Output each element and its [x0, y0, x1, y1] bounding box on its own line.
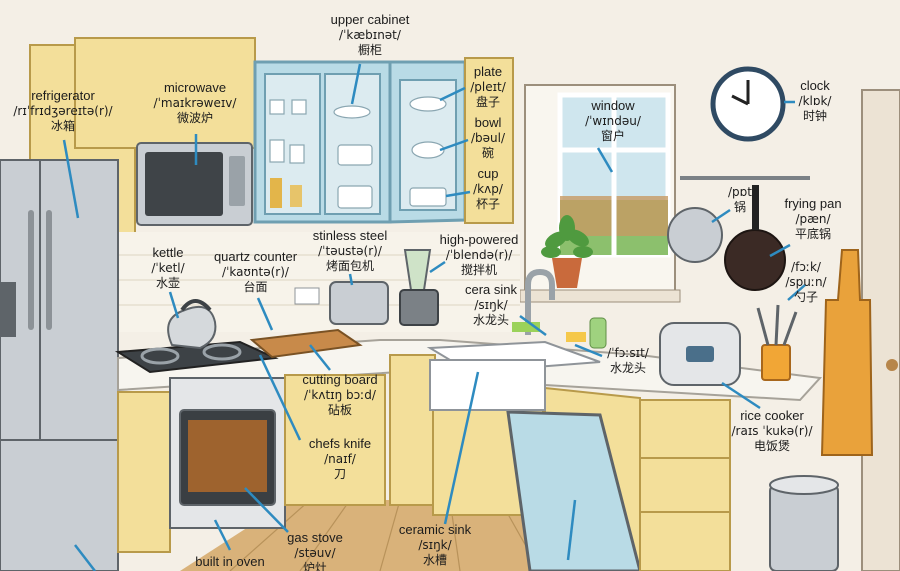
lower-cabinet-right	[639, 399, 731, 571]
cutting-board-shape	[249, 328, 363, 359]
lower-cabinet-corner	[389, 354, 436, 506]
microwave-panel	[229, 156, 245, 206]
lower-cabinet-left	[117, 391, 171, 553]
label-quartz-counter: quartz counter /ˈkaʊntə(r)/ 台面	[213, 249, 298, 295]
frying-pan-shape	[724, 229, 786, 291]
label-plate: plate /pleɪt/ 盘子	[470, 64, 506, 110]
apron	[820, 249, 874, 456]
label-faucet2: /ˈfɔːsɪt/ 水龙头	[607, 346, 649, 375]
label-clock: clock /klɒk/ 时钟	[798, 78, 832, 124]
label-cutting-board: cutting board /ˈkʌtɪŋ bɔːd/ 砧板	[302, 372, 378, 418]
label-refrigerator: refrigerator /rɪˈfrɪdʒəreɪtə(r)/ 冰箱	[13, 88, 113, 134]
refrigerator-body	[0, 159, 119, 571]
label-window: window /ˈwɪndəu/ 窗户	[585, 98, 641, 144]
trash-can	[769, 484, 839, 571]
door-knob	[886, 359, 898, 371]
plant-leaves	[541, 215, 593, 258]
label-microwave: microwave /ˈmaɪkrəweɪv/ 微波炉	[153, 80, 237, 126]
label-toaster: stinless steel /ˈtəustə(r)/ 烤面包机	[312, 228, 388, 274]
label-cup: cup /kʌp/ 杯子	[473, 166, 503, 212]
lower-cabinet-center	[284, 374, 386, 506]
label-pot: /pɒt 锅	[728, 185, 752, 214]
toaster-shape	[329, 281, 389, 325]
label-spoon: /fɔːk/ /spuːn/ 勺子	[785, 260, 827, 304]
dishwasher-door	[506, 410, 642, 571]
label-frying-pan: frying pan /pæn/ 平底锅	[784, 196, 842, 242]
plant-pot	[552, 258, 582, 288]
faucet-shape	[525, 268, 555, 335]
sink-front	[429, 359, 546, 411]
label-rice-cooker: rice cooker /raɪs ˈkukə(r)/ 电饭煲	[731, 408, 813, 454]
label-built-in-oven: built in oven	[195, 554, 265, 569]
label-gas-stove: gas stove /stəuv/ 炉灶	[287, 530, 343, 571]
label-bowl: bowl /bəul/ 碗	[470, 115, 506, 161]
label-upper-cabinet: upper cabinet /ˈkæbɪnət/ 橱柜	[330, 12, 410, 58]
blender-base	[399, 289, 439, 326]
microwave-door	[145, 152, 223, 216]
pointer-lines	[62, 63, 806, 571]
label-ceramic-sink: ceramic sink /sɪŋk/ 水槽	[398, 522, 472, 568]
label-blender: high-powered /ˈblendə(r)/ 搅拌机	[439, 232, 519, 278]
label-kettle: kettle /ˈketl/ 水壶	[151, 245, 185, 291]
label-faucet: cera sink /sɪŋk/ 水龙头	[464, 282, 518, 328]
label-chefs-knife: chefs knife /naɪf/ 刀	[308, 436, 372, 482]
pot	[667, 207, 723, 263]
utensil-holder	[761, 344, 791, 381]
